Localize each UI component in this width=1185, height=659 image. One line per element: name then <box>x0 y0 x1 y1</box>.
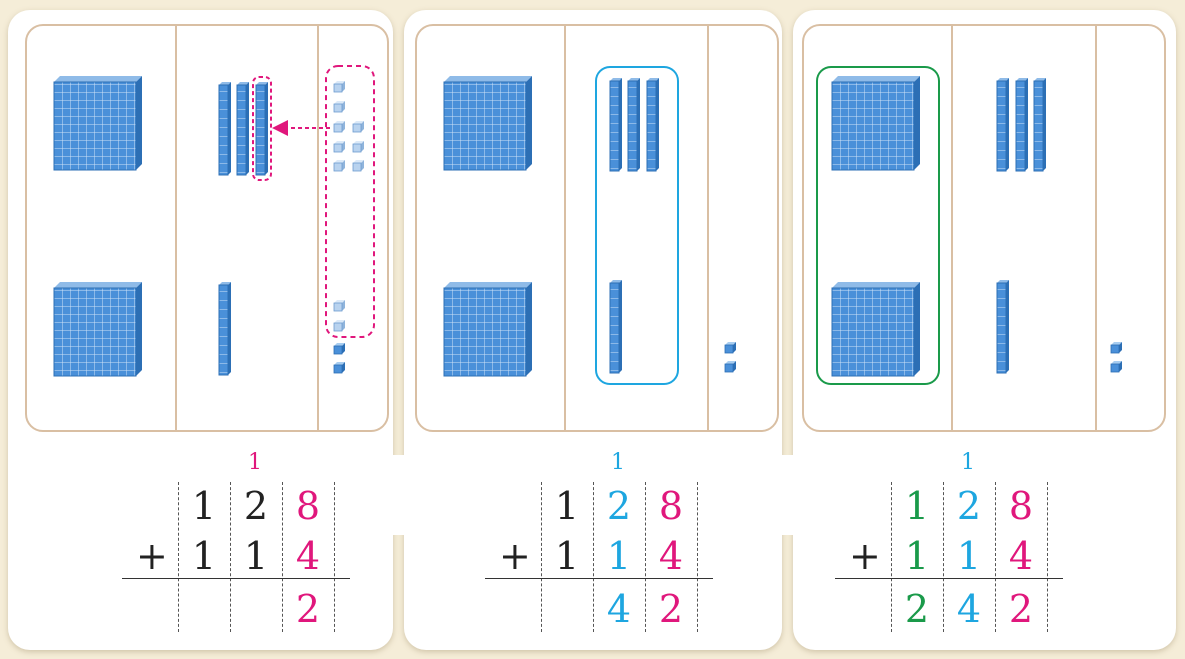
sum-tens: 4 <box>594 590 644 628</box>
column-guide <box>697 482 698 632</box>
sum-ones: 2 <box>996 590 1046 628</box>
addend1-hundreds: 1 <box>179 487 229 525</box>
sum-hundreds: 2 <box>892 590 942 628</box>
carry-digit: 1 <box>943 452 993 474</box>
sum-ones: 2 <box>646 590 696 628</box>
sum-line <box>122 578 350 579</box>
sum-ones: 2 <box>283 590 333 628</box>
sum-line <box>485 578 713 579</box>
addend1-hundreds: 1 <box>542 487 592 525</box>
addend1-tens: 2 <box>944 487 994 525</box>
addend2-ones: 4 <box>996 537 1046 575</box>
addend1-tens: 2 <box>594 487 644 525</box>
addend2-hundreds: 1 <box>542 537 592 575</box>
addend2-ones: 4 <box>283 537 333 575</box>
sum-tens: 4 <box>944 590 994 628</box>
addend2-tens: 1 <box>594 537 644 575</box>
plus-sign: + <box>136 537 168 575</box>
addend1-hundreds: 1 <box>892 487 942 525</box>
carry-digit: 1 <box>593 452 643 474</box>
addend1-ones: 8 <box>996 487 1046 525</box>
sum-line <box>835 578 1063 579</box>
addend1-tens: 2 <box>231 487 281 525</box>
column-guide <box>334 482 335 632</box>
addend2-tens: 1 <box>944 537 994 575</box>
addend1-ones: 8 <box>646 487 696 525</box>
addend1-ones: 8 <box>283 487 333 525</box>
addend2-ones: 4 <box>646 537 696 575</box>
carry-digit: 1 <box>230 452 280 474</box>
plus-sign: + <box>849 537 881 575</box>
plus-sign: + <box>499 537 531 575</box>
addend2-hundreds: 1 <box>892 537 942 575</box>
addend2-hundreds: 1 <box>179 537 229 575</box>
addend2-tens: 1 <box>231 537 281 575</box>
column-guide <box>1047 482 1048 632</box>
